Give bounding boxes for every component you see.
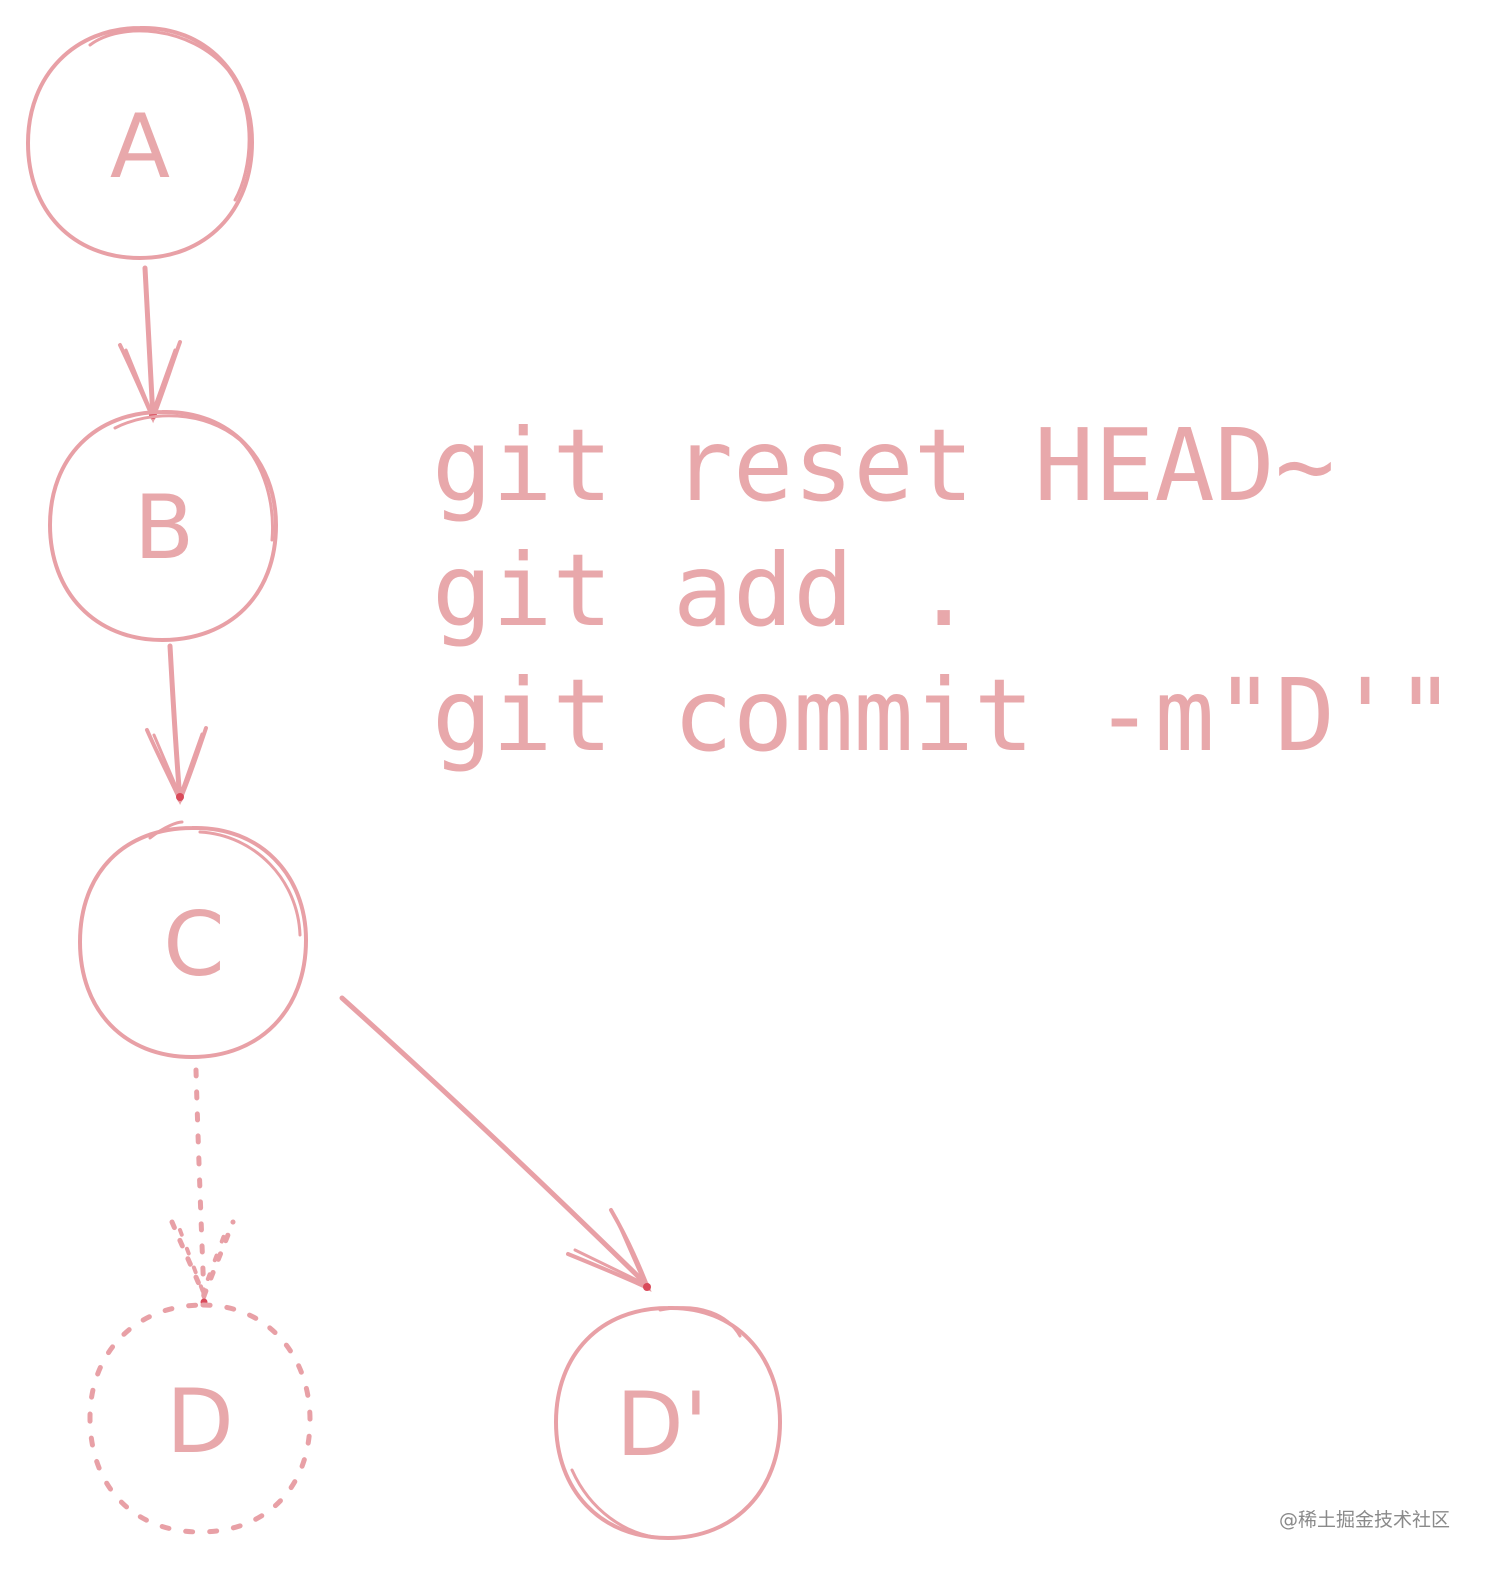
node-c-circle [77,825,309,1060]
node-a-label: A [110,95,170,198]
node-a: A [25,25,255,261]
edge-c-to-d-head-overdraw [178,1228,228,1298]
node-dprime: D' [553,1305,783,1541]
edge-b-to-c-tip [176,793,184,801]
node-d-label: D [166,1370,234,1473]
node-dprime-label: D' [616,1373,708,1476]
edge-c-to-dprime-shaft-overdraw [346,1002,646,1284]
node-dprime-circle [553,1305,783,1541]
edge-c-to-d [169,1067,236,1306]
node-a-circle-overdraw [88,29,251,202]
edge-b-to-c-shaft [167,643,183,803]
node-dprime-circle-overdraw [570,1306,742,1540]
node-b-label: B [134,476,194,579]
command-line: git add . [432,532,974,649]
node-c-circle-overdraw [148,820,302,937]
node-b-circle-overdraw [113,414,274,542]
node-c: C [77,820,309,1060]
node-d-circle [87,1302,313,1535]
edge-c-to-dprime [339,995,652,1292]
command-line: git reset HEAD~ [432,407,1335,524]
node-b: B [47,409,279,643]
node-b-circle [47,409,279,643]
edge-c-to-dprime-tip [643,1283,651,1291]
edge-b-to-c [145,643,208,806]
node-c-label: C [163,893,224,996]
edge-a-to-b [118,265,182,424]
command-line: git commit -m"D'" [432,657,1456,774]
edge-c-to-d-head [169,1219,236,1303]
command-block: git reset HEAD~ git add . git commit -m"… [432,407,1456,774]
watermark-text: @稀土掘金技术社区 [1279,1509,1450,1531]
node-d: D [87,1302,313,1535]
edge-a-to-b-shaft [142,265,156,421]
edge-c-to-d-shaft [193,1067,207,1299]
